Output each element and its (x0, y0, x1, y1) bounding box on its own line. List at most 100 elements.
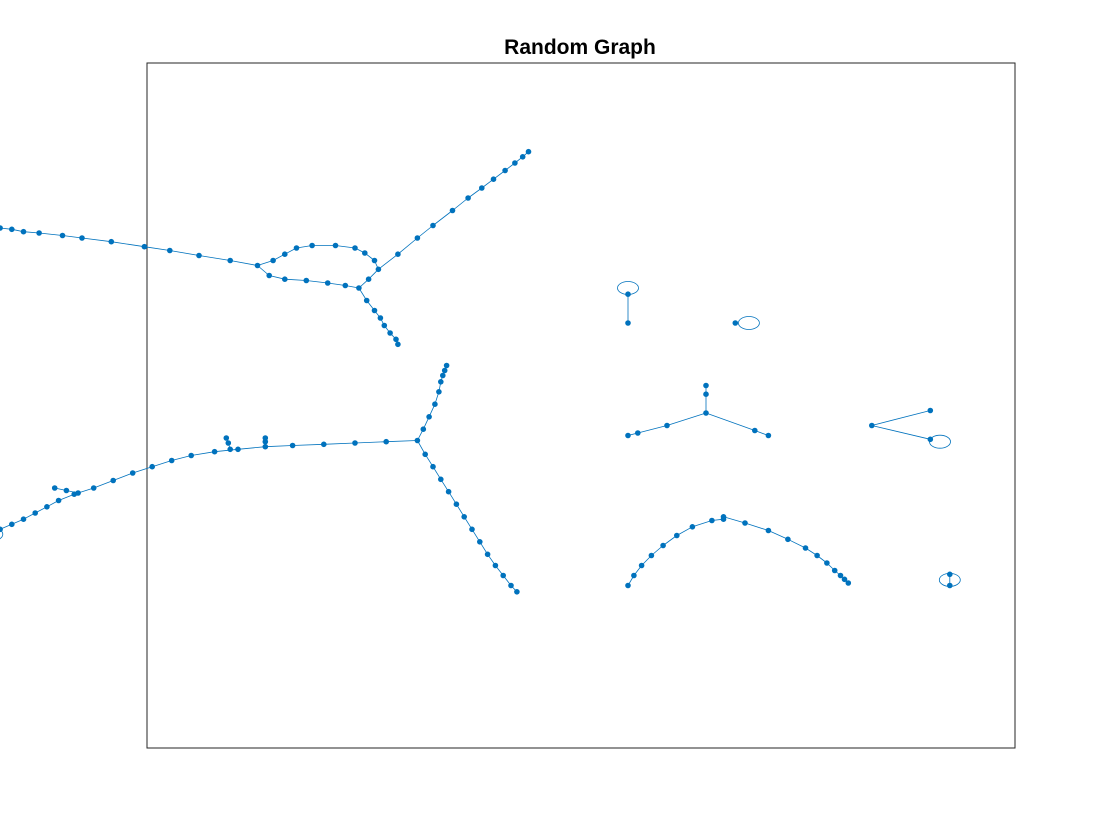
graph-node (262, 435, 269, 441)
graph-node (324, 280, 331, 286)
graph-node (332, 242, 339, 249)
graph-node (352, 245, 358, 251)
graph-edge (171, 455, 192, 461)
graph-edge (692, 520, 713, 528)
graph-edge (230, 260, 258, 266)
graph-node (223, 435, 230, 441)
graph-node (9, 521, 15, 528)
graph-node (90, 485, 97, 491)
self-loop-edge (738, 316, 760, 330)
graph-node (436, 389, 442, 395)
graph-node (631, 572, 637, 579)
graph-edge (93, 480, 114, 489)
graph-edge (144, 246, 170, 251)
graph-node (282, 276, 288, 283)
graph-node (438, 476, 444, 483)
graph-node (461, 514, 468, 520)
graph-node (108, 238, 115, 245)
graph-node (443, 362, 450, 369)
graph-node (75, 490, 81, 496)
graph-node (270, 257, 276, 264)
graph-node (732, 320, 739, 326)
chart-title: Random Graph (504, 36, 656, 59)
graph-node (44, 504, 50, 510)
graph-node (211, 448, 218, 455)
graph-edge (676, 526, 693, 536)
graph-node (377, 315, 384, 321)
graph-node (445, 488, 452, 495)
graph-node (235, 446, 241, 453)
graph-node (648, 552, 655, 559)
graph-node (363, 297, 370, 304)
graph-node (703, 410, 709, 416)
graph-node (841, 576, 848, 583)
graph-node (831, 567, 838, 574)
graph-edge (744, 522, 769, 531)
graph-node (227, 446, 233, 453)
graph-node (625, 291, 631, 298)
graph-node (371, 307, 378, 314)
graph-node (525, 148, 532, 155)
graph-node (393, 336, 399, 343)
graph-edge (467, 187, 483, 199)
graph-node (167, 247, 173, 254)
graph-edge (191, 451, 215, 456)
graph-node (293, 245, 300, 251)
self-loop-edge (0, 529, 4, 540)
graph-node (303, 277, 310, 284)
graph-node (660, 542, 666, 549)
graph-node (802, 545, 809, 551)
graph-node (352, 440, 358, 446)
graph-node (414, 437, 421, 444)
graph-node (395, 341, 401, 348)
graph-node (9, 226, 15, 233)
graph-node (824, 560, 830, 566)
graph-node (365, 276, 372, 283)
graph-edge (214, 448, 239, 453)
graph-node (430, 463, 436, 470)
graph-node (845, 580, 852, 586)
graph-node (742, 520, 748, 526)
graph-edge (237, 446, 266, 450)
graph-node (227, 257, 233, 264)
graph-node (703, 382, 709, 389)
graph-edge (62, 235, 83, 239)
graph-node (441, 367, 448, 374)
graph-node (149, 463, 155, 470)
graph-node (512, 160, 518, 166)
graph-edge (397, 237, 418, 255)
graph-edge (169, 250, 200, 256)
graph-node (469, 526, 475, 533)
graph-node (110, 477, 116, 484)
graph-node (282, 251, 288, 257)
graph-node (484, 551, 491, 558)
graph-edge (662, 535, 678, 546)
graph-node (837, 572, 844, 579)
graph-edge (335, 245, 356, 249)
graph-node (709, 517, 715, 524)
graph-edge (417, 225, 434, 239)
graph-node (465, 195, 471, 201)
graph-node (79, 235, 85, 241)
graph-edge (111, 241, 145, 248)
graph-node (500, 572, 507, 579)
graph-node (477, 539, 483, 545)
graph-node (927, 407, 934, 414)
graph-node (375, 266, 382, 273)
graph-node (289, 442, 296, 449)
graph-node (947, 571, 953, 578)
graph-node (342, 282, 349, 289)
graph-node (625, 432, 631, 439)
graph-edge (306, 280, 328, 284)
graph-node (266, 272, 273, 279)
graph-node (141, 243, 148, 250)
graph-node (129, 470, 136, 476)
graph-node (765, 432, 772, 439)
graph-edge (284, 278, 307, 281)
graph-node (254, 262, 261, 269)
graph-node (703, 391, 709, 398)
graph-node (453, 501, 460, 508)
graph-edge (323, 442, 356, 445)
graph-node (51, 485, 58, 491)
graph-node (720, 514, 727, 520)
